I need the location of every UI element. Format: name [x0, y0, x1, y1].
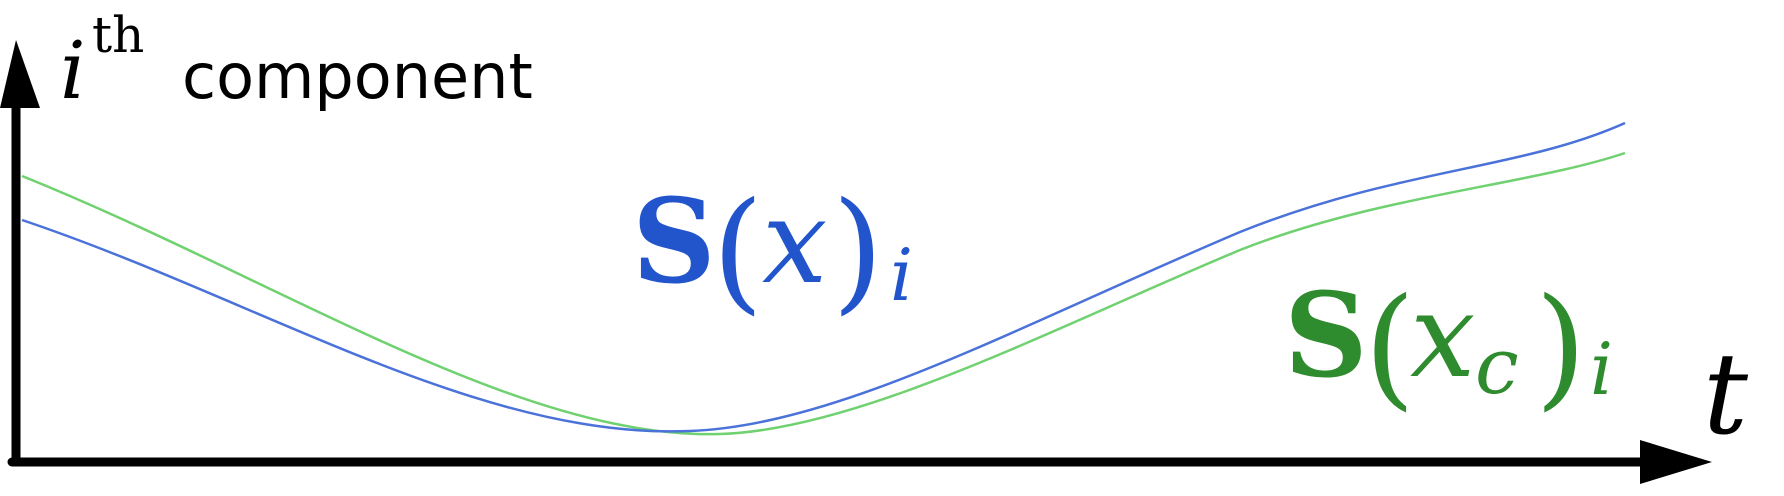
label-s-xc: S ( x c ) i — [1284, 268, 1613, 424]
label-s-x: S ( x ) i — [632, 174, 913, 328]
label-s-xc-subscript: i — [1590, 327, 1613, 411]
label-s-xc-close-paren: ) — [1535, 270, 1587, 424]
curve-s-xc — [21, 151, 1626, 436]
x-axis-label: t — [1703, 330, 1749, 460]
y-label-symbol: i — [60, 24, 86, 117]
label-s-x-bold: S — [632, 174, 716, 310]
label-s-xc-bold: S — [1284, 268, 1368, 404]
label-s-xc-var: x — [1410, 269, 1475, 404]
label-s-x-var: x — [762, 175, 827, 310]
y-label-word: component — [182, 40, 533, 113]
label-s-xc-open-paren: ( — [1364, 270, 1416, 424]
y-axis-label: i th component — [60, 6, 533, 117]
label-s-x-open-paren: ( — [712, 174, 764, 328]
axes — [0, 40, 1712, 484]
curve-s-x — [21, 121, 1626, 433]
curves — [21, 121, 1626, 436]
label-s-xc-var-subscript: c — [1475, 322, 1519, 412]
y-label-superscript: th — [92, 6, 144, 64]
label-s-x-subscript: i — [890, 233, 913, 317]
y-axis-arrowhead — [0, 40, 40, 108]
x-axis-arrowhead — [1640, 440, 1712, 484]
label-s-x-close-paren: ) — [832, 174, 884, 328]
